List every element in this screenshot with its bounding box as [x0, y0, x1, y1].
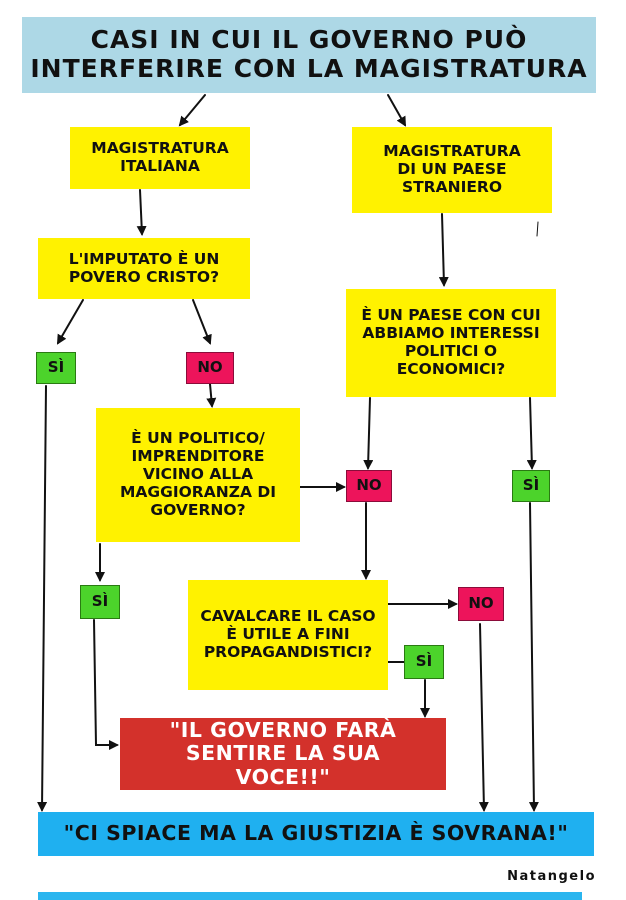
arrow-title-to-italiana [178, 94, 206, 127]
arrow-italiana-to-imputato [136, 189, 147, 236]
bottom-blue-strip [38, 892, 582, 900]
node-cavalcare: Cavalcare il caso è utile a fini propaga… [188, 580, 388, 690]
node-magistratura-italiana: Magistratura italiana [70, 127, 250, 189]
answer-yes-paese: Sì [512, 470, 550, 502]
arrow-imputato-to-no [192, 299, 212, 345]
answer-no-imputato: No [186, 352, 234, 384]
arrow-si-left-to-sovrana [37, 385, 48, 812]
node-paese-interessi: È un paese con cui abbiamo interessi pol… [346, 289, 556, 397]
artist-signature: Natangelo [507, 869, 596, 884]
answer-no-politico: No [346, 470, 392, 502]
arrow-imputato-to-si [56, 299, 84, 345]
node-magistratura-straniera: Magistratura di un paese straniero [352, 127, 552, 213]
answer-no-cavalcare: No [458, 587, 504, 621]
node-politico: È un politico/ imprenditore vicino alla … [96, 408, 300, 542]
outcome-voce: "Il governo farà sentire la sua voce!!" [120, 718, 446, 790]
answer-yes-imputato: Sì [36, 352, 76, 384]
arrow-straniera-to-paese [438, 213, 449, 287]
arrow-si-right-to-sovrana [528, 502, 539, 812]
arrow-title-to-straniera [387, 94, 406, 127]
answer-yes-politico: Sì [80, 585, 120, 619]
outcome-sovrana: "Ci spiace ma la giustizia è sovrana!" [38, 812, 594, 856]
answer-yes-cavalcare: Sì [404, 645, 444, 679]
node-imputato: L'imputato è un povero cristo? [38, 238, 250, 299]
decorative-tick [536, 221, 539, 237]
arrow-paese-to-si [526, 397, 537, 470]
arrow-paese-to-no [363, 397, 374, 470]
arrow-si-to-voce-left [93, 619, 119, 750]
arrow-no-right-to-sovrana [478, 623, 489, 812]
arrow-no-to-politico [206, 383, 217, 408]
diagram-title: Casi in cui il governo può interferire c… [22, 17, 596, 93]
